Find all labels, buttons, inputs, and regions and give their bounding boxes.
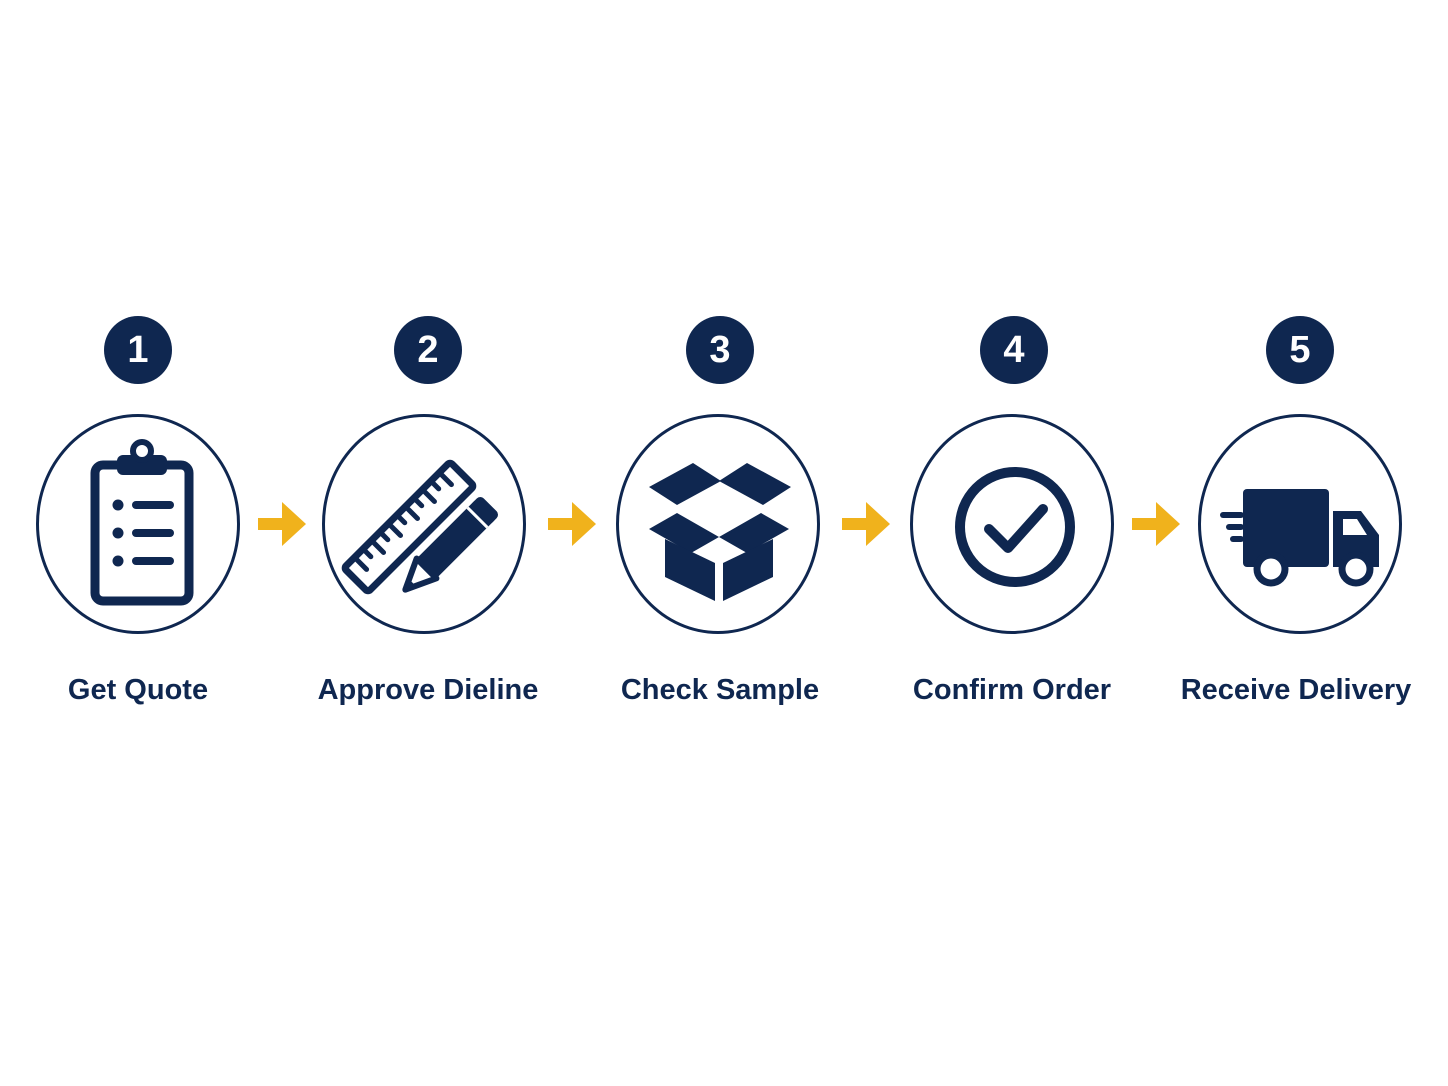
step-icon-ring <box>910 414 1114 634</box>
step-label: Check Sample <box>620 674 820 706</box>
step-icon-ring <box>322 414 526 634</box>
step-number-badge: 2 <box>394 316 462 384</box>
arrow-right-icon <box>548 502 596 546</box>
step-number-badge: 5 <box>1266 316 1334 384</box>
step-approve-dieline: 2 <box>278 0 578 1086</box>
step-number-badge: 4 <box>980 316 1048 384</box>
delivery-truck-icon <box>1220 489 1379 587</box>
arrow-right-icon <box>258 502 306 546</box>
step-receive-delivery: 5 Receive Delivery <box>1144 0 1444 1086</box>
step-label: Get Quote <box>67 674 209 706</box>
step-icon-ring <box>1198 414 1402 634</box>
step-get-quote: 1 Get Quote <box>0 0 288 1086</box>
step-icon-ring <box>36 414 240 634</box>
step-label: Receive Delivery <box>1180 674 1412 706</box>
step-icon-ring <box>616 414 820 634</box>
ruler-pencil-icon <box>341 459 499 595</box>
arrow-right-icon <box>842 502 890 546</box>
step-confirm-order: 4 Confirm Order <box>862 0 1162 1086</box>
clipboard-checklist-icon <box>90 439 194 606</box>
step-label: Confirm Order <box>912 674 1112 706</box>
arrow-right-icon <box>1132 502 1180 546</box>
open-box-icon <box>649 463 791 601</box>
step-label: Approve Dieline <box>317 674 539 706</box>
checkmark-circle-icon <box>955 467 1075 587</box>
step-check-sample: 3 Check Sample <box>570 0 870 1086</box>
step-number-badge: 1 <box>104 316 172 384</box>
step-number-badge: 3 <box>686 316 754 384</box>
